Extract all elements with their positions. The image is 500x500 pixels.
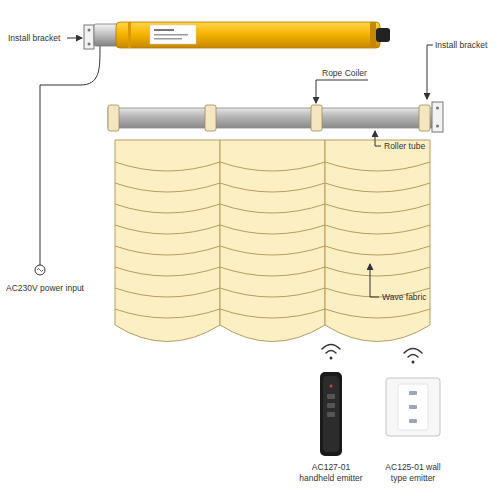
- leader-line: [370, 264, 379, 297]
- install-bracket: [84, 25, 94, 49]
- handheld-emitter: [320, 372, 342, 456]
- part-label: Install bracket: [435, 40, 487, 51]
- part-label: Rope Coiler: [322, 68, 367, 79]
- part-label: Roller tube: [384, 141, 425, 152]
- power-symbol: [35, 265, 45, 275]
- leader-line: [427, 45, 433, 99]
- leader-line: [316, 80, 368, 103]
- leader-line: [375, 131, 381, 146]
- power-wire: [40, 46, 100, 265]
- part-label: AC230V power input: [6, 283, 84, 294]
- part-label: Install bracket: [8, 33, 60, 44]
- leader-line: [67, 38, 82, 39]
- tubular-motor: [94, 22, 390, 48]
- signal-icon: [322, 345, 340, 360]
- rope-coiler: [108, 105, 430, 131]
- roller-tube: [108, 108, 434, 128]
- wall-emitter: [386, 378, 440, 436]
- part-label: AC125-01 wall type emitter: [378, 462, 448, 483]
- install-bracket: [432, 102, 443, 132]
- signal-icon: [404, 349, 422, 364]
- part-label: Wave fabric: [382, 292, 427, 303]
- part-label: AC127-01 handheld emitter: [296, 462, 366, 483]
- wave-fabric: [115, 140, 430, 342]
